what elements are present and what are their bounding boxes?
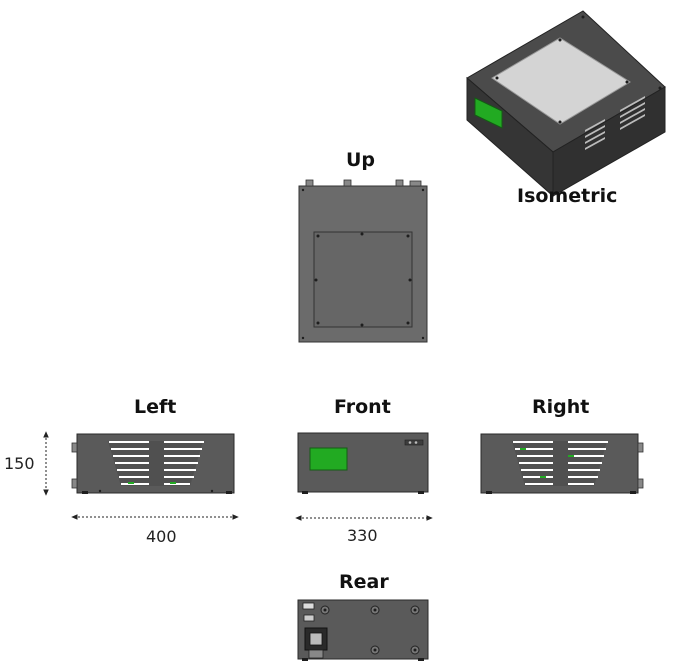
label-right: Right (532, 396, 590, 418)
isometric-view (466, 10, 666, 198)
up-view (298, 179, 428, 343)
rear-view (297, 599, 429, 661)
front-display (309, 447, 348, 471)
left-view (71, 433, 235, 494)
display-panel (474, 97, 503, 129)
label-isometric: Isometric (517, 185, 618, 207)
dimension-width: 330 (347, 526, 378, 545)
right-view (480, 433, 644, 494)
top-panel (491, 37, 631, 125)
label-rear: Rear (339, 571, 389, 593)
front-view (297, 432, 429, 494)
dimension-depth: 400 (146, 527, 177, 546)
up-access-panel (313, 231, 413, 328)
rear-switch (302, 602, 315, 610)
label-front: Front (334, 396, 391, 418)
label-left: Left (134, 396, 177, 418)
label-up: Up (346, 149, 376, 171)
dimension-height: 150 (4, 454, 35, 473)
